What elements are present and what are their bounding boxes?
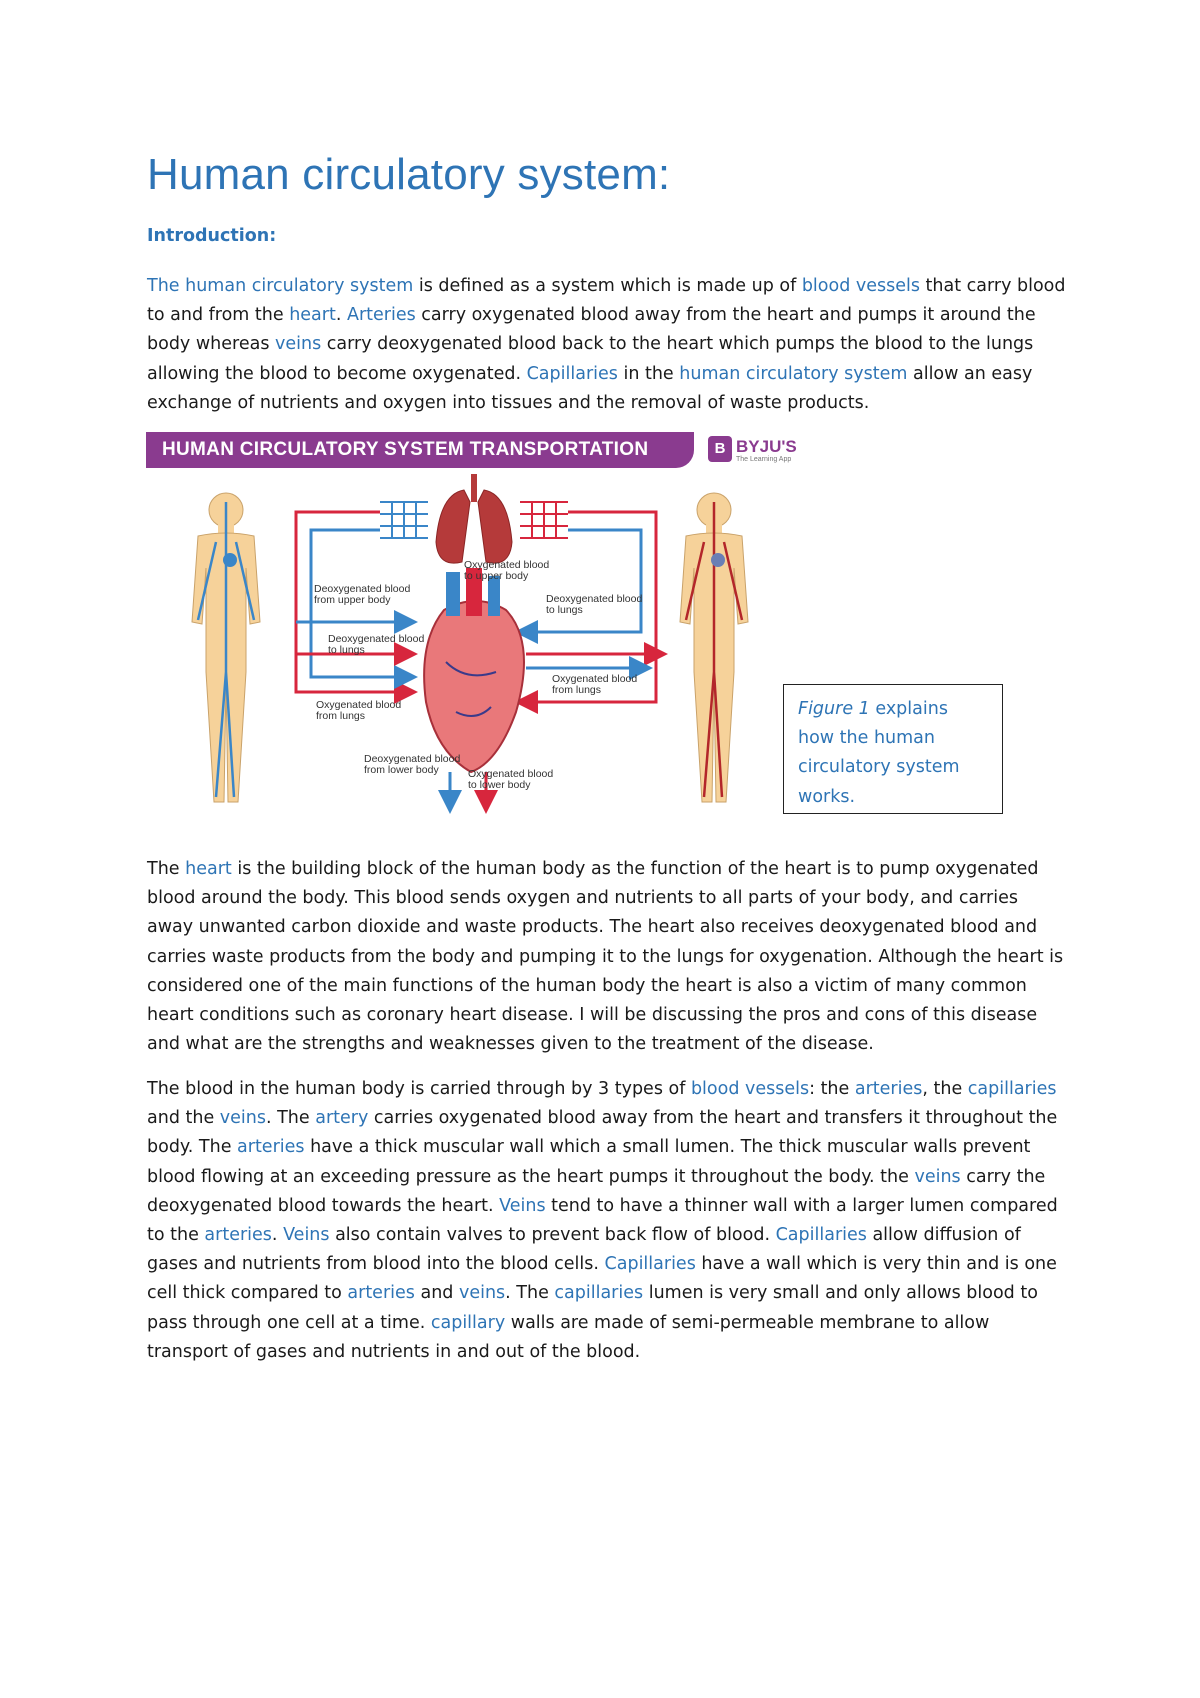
paragraph-text: walls are made of semi-permeable membran… <box>147 1312 990 1362</box>
brand-logo: B BYJU'S The Learning App <box>708 436 828 470</box>
paragraph-text: . The <box>265 1108 316 1129</box>
heart-illustration <box>423 568 525 814</box>
page-title: Human circulatory system: <box>147 150 671 199</box>
paragraph-text: is the building block of the human body … <box>147 859 1064 1055</box>
highlighted-term: arteries <box>237 1137 305 1158</box>
lungs <box>435 474 513 564</box>
highlighted-term: Capillaries <box>526 363 618 384</box>
highlighted-term: veins <box>275 334 322 355</box>
highlighted-term: Capillaries <box>604 1254 696 1275</box>
highlighted-term: capillary <box>430 1312 506 1333</box>
highlighted-term: Veins <box>499 1195 546 1216</box>
figure-banner: HUMAN CIRCULATORY SYSTEM TRANSPORTATION <box>146 432 694 468</box>
paragraph-text: The blood in the human body is carried t… <box>147 1079 691 1099</box>
figure-banner-title: HUMAN CIRCULATORY SYSTEM TRANSPORTATION <box>162 439 649 460</box>
highlighted-term: capillaries <box>554 1283 644 1304</box>
highlighted-term: blood vessels <box>801 276 920 296</box>
brand-tagline: The Learning App <box>736 456 792 463</box>
paragraph-text: is defined as a system which is made up … <box>413 276 802 296</box>
paragraph-text: The <box>147 859 186 879</box>
highlighted-term: Veins <box>283 1225 330 1246</box>
highlighted-term: artery <box>315 1108 369 1129</box>
highlighted-term: The human circulatory system <box>147 276 414 296</box>
paragraph-text: and the <box>147 1108 220 1129</box>
highlighted-term: veins <box>458 1283 506 1304</box>
body-veins-figure <box>191 492 261 803</box>
paragraph-text: lumen is very small and only allows bloo… <box>147 1283 1038 1333</box>
brand-mark-icon: B <box>708 436 732 462</box>
paragraph-text: carry oxygenated blood away from the hea… <box>147 305 1036 355</box>
paragraph-text: and <box>414 1283 459 1304</box>
figure-caption-box: Figure 1 explains how the human circulat… <box>783 684 1003 814</box>
paragraph-text: . The <box>505 1283 555 1304</box>
paragraph-text: tend to have a thinner wall with a large… <box>147 1195 1058 1246</box>
paragraph-text: , the <box>922 1079 968 1099</box>
brand-name: BYJU'S <box>736 437 797 456</box>
highlighted-term: Capillaries <box>775 1225 867 1246</box>
paragraph-text: have a wall which is very thin and is on… <box>147 1254 1057 1304</box>
paragraph-text: that carry blood to and from the <box>147 276 1066 326</box>
circulatory-figure: HUMAN CIRCULATORY SYSTEM TRANSPORTATION … <box>146 432 1006 822</box>
paragraph-text: . <box>271 1225 284 1246</box>
highlighted-term: blood vessels <box>690 1079 810 1099</box>
highlighted-term: Arteries <box>346 305 416 326</box>
highlighted-term: heart <box>289 305 336 326</box>
paragraph-text: carry deoxygenated blood back to the hea… <box>147 334 1034 384</box>
paragraph-text: allow diffusion of gases and nutrients f… <box>147 1225 1021 1275</box>
introduction-heading: Introduction: <box>147 226 277 246</box>
paragraph-text: allow an easy exchange of nutrients and … <box>147 363 1033 413</box>
figure-caption-text: explains how the human circulatory syste… <box>798 699 960 807</box>
figure-reference: Figure 1 <box>798 699 870 719</box>
paragraph-text: in the <box>617 363 680 384</box>
circulation-loops <box>294 510 668 714</box>
lung-capillaries-right <box>520 501 568 539</box>
intro-paragraph: The human circulatory system is defined … <box>147 272 1067 418</box>
highlighted-term: veins <box>914 1166 961 1187</box>
highlighted-term: human circulatory system <box>679 363 908 384</box>
highlighted-term: heart <box>185 859 232 879</box>
highlighted-term: arteries <box>204 1225 272 1246</box>
highlighted-term: arteries <box>854 1079 923 1099</box>
blood-vessels-paragraph: The blood in the human body is carried t… <box>147 1075 1067 1367</box>
paragraph-text: have a thick muscular wall which a small… <box>147 1137 1031 1187</box>
paragraph-text: : the <box>809 1079 855 1099</box>
highlighted-term: veins <box>219 1108 266 1129</box>
paragraph-text: also contain valves to prevent back flow… <box>329 1225 776 1246</box>
heart-paragraph: The heart is the building block of the h… <box>147 855 1067 1059</box>
highlighted-term: capillaries <box>967 1079 1057 1099</box>
body-arteries-figure <box>679 492 749 803</box>
paragraph-text: carries oxygenated blood away from the h… <box>147 1108 1058 1158</box>
highlighted-term: arteries <box>347 1283 415 1304</box>
lung-capillaries-left <box>380 501 428 539</box>
paragraph-text: carry the deoxygenated blood towards the… <box>147 1166 1046 1216</box>
paragraph-text: . <box>335 305 347 326</box>
